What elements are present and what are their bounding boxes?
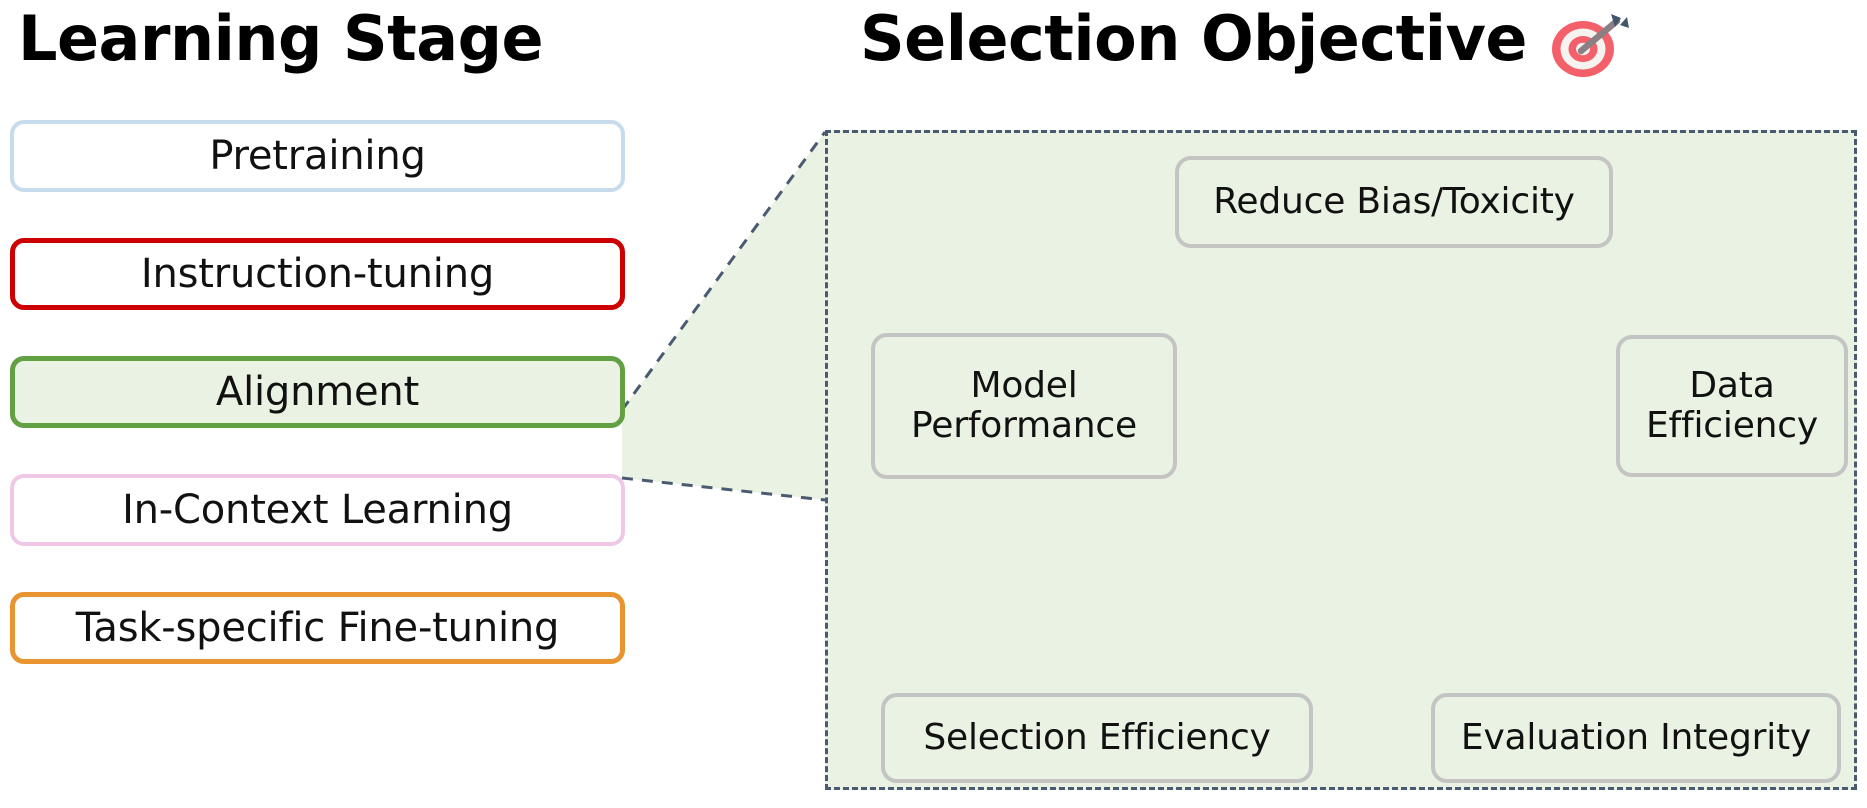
page-title-selection-objective: Selection Objective (860, 2, 1633, 77)
stage-label: Pretraining (209, 133, 426, 179)
objective-chip-selection-efficiency[interactable]: Selection Efficiency (881, 693, 1313, 783)
objective-label: Evaluation Integrity (1460, 716, 1812, 758)
stage-item-pretraining[interactable]: Pretraining (10, 120, 625, 192)
objective-chip-evaluation-integrity[interactable]: Evaluation Integrity (1431, 693, 1841, 783)
objective-chip-model-performance[interactable]: Model Performance (871, 333, 1177, 479)
objective-label: Model Performance (911, 364, 1137, 446)
objective-chip-data-efficiency[interactable]: Data Efficiency (1616, 335, 1848, 477)
selection-objective-title-text: Selection Objective (860, 2, 1527, 75)
page-title-learning-stage: Learning Stage (18, 2, 544, 75)
objective-label: Reduce Bias/Toxicity (1213, 180, 1575, 222)
stage-label: Instruction-tuning (140, 251, 495, 297)
target-icon (1541, 7, 1633, 79)
stage-item-instruction-tuning[interactable]: Instruction-tuning (10, 238, 625, 310)
stage-item-alignment[interactable]: Alignment (10, 356, 625, 428)
objective-chip-reduce-bias-toxicity[interactable]: Reduce Bias/Toxicity (1175, 156, 1613, 248)
objective-label: Data Efficiency (1646, 364, 1818, 446)
selection-objective-panel: Reduce Bias/Toxicity Data Efficiency Eva… (825, 130, 1857, 790)
stage-item-task-specific-fine-tuning[interactable]: Task-specific Fine-tuning (10, 592, 625, 664)
stage-item-in-context-learning[interactable]: In-Context Learning (10, 474, 625, 546)
stage-label: In-Context Learning (122, 487, 513, 533)
stage-label: Task-specific Fine-tuning (75, 605, 560, 651)
connector-wedge (620, 131, 827, 502)
stage-label: Alignment (215, 369, 420, 415)
objective-label: Selection Efficiency (923, 716, 1271, 758)
